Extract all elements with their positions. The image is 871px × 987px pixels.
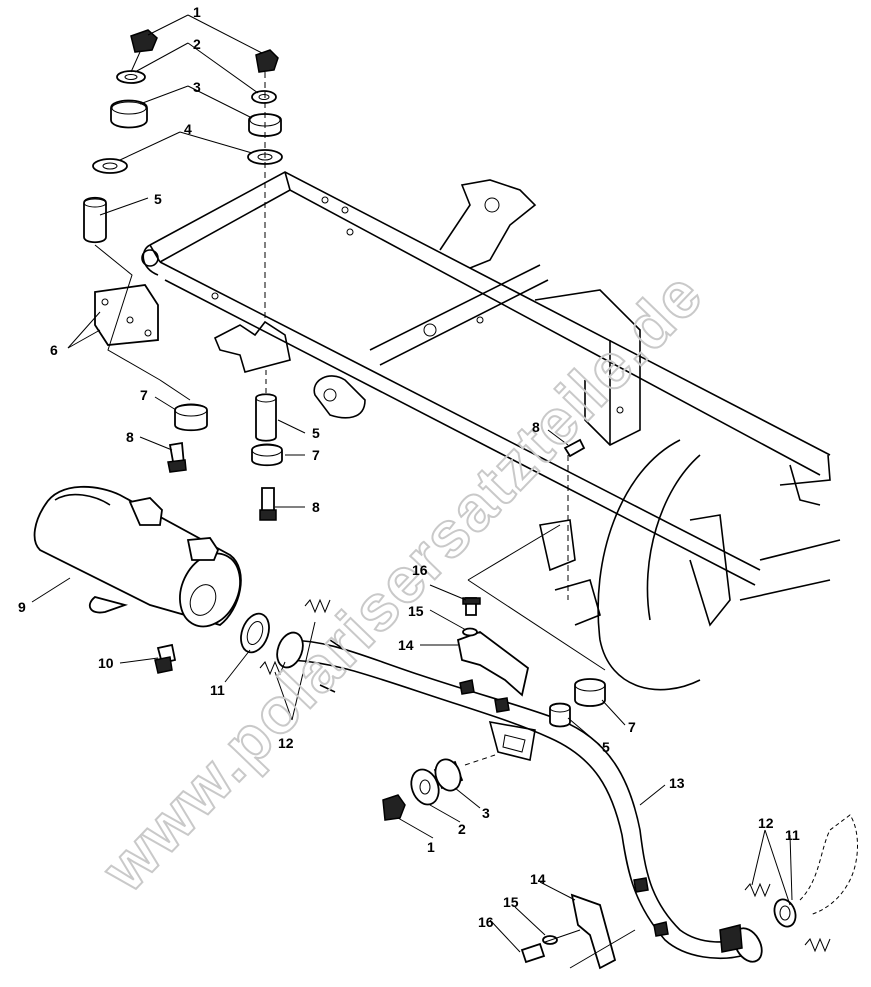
callout-9: 9: [18, 599, 26, 615]
callout-8: 8: [312, 499, 320, 515]
callout-7: 7: [312, 447, 320, 463]
callout-14: 14: [398, 637, 414, 653]
callout-16: 16: [412, 562, 428, 578]
callout-10: 10: [98, 655, 114, 671]
washer-large-left: [92, 158, 128, 174]
washer-left: [116, 70, 146, 84]
nut-left: [130, 29, 158, 53]
callout-3: 3: [482, 805, 490, 821]
callout-3: 3: [193, 79, 201, 95]
callout-13: 13: [669, 775, 685, 791]
callout-1: 1: [427, 839, 435, 855]
callout-5: 5: [312, 425, 320, 441]
callout-14: 14: [530, 871, 546, 887]
callout-8: 8: [532, 419, 540, 435]
leader-lines: [31, 14, 793, 953]
mid-hardware: [240, 597, 858, 970]
sleeve-left: [83, 196, 107, 244]
spacer-7b: [251, 443, 283, 467]
callout-1: 1: [193, 4, 201, 20]
callout-4: 4: [184, 121, 192, 137]
washer-right: [251, 90, 277, 104]
callout-2: 2: [458, 821, 466, 837]
callout-8: 8: [126, 429, 134, 445]
callout-16: 16: [478, 914, 494, 930]
callout-11: 11: [210, 682, 225, 698]
bolt-8b: [261, 487, 275, 513]
callout-11: 11: [785, 827, 800, 843]
callout-6: 6: [50, 342, 58, 358]
upper-mount-hardware: [83, 29, 606, 671]
muffler: [33, 485, 242, 674]
callout-12: 12: [278, 735, 294, 751]
callout-2: 2: [193, 36, 201, 52]
callout-7: 7: [140, 387, 148, 403]
nut-right: [255, 49, 279, 73]
bolt-8c: [563, 438, 586, 458]
callout-numbers: 1 2 3 4 5 6 7 8 5 7 8 8 9 10 11 12 16 15…: [18, 4, 800, 930]
spacer-7a: [174, 403, 208, 432]
callout-7: 7: [628, 719, 636, 735]
callout-15: 15: [408, 603, 424, 619]
callout-5: 5: [154, 191, 162, 207]
callout-15: 15: [503, 894, 519, 910]
frame: [94, 171, 841, 691]
callout-12: 12: [758, 815, 774, 831]
callout-5: 5: [602, 739, 610, 755]
